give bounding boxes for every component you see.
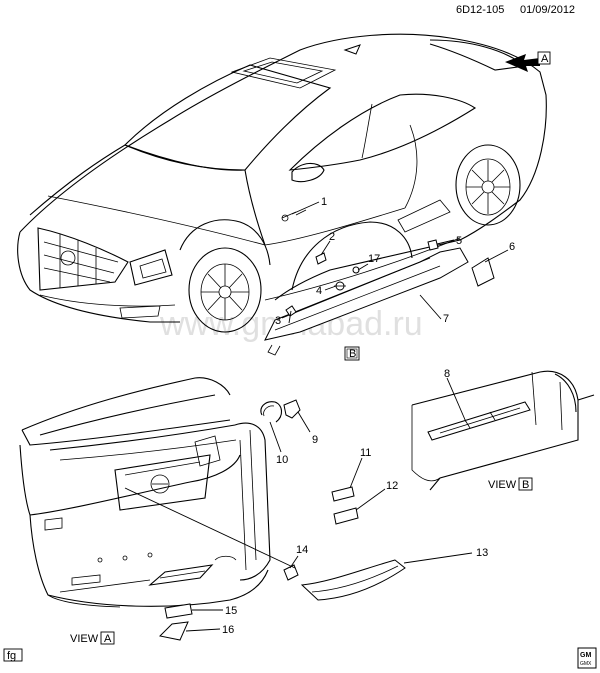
callout-5: 5 xyxy=(456,235,462,247)
logo-bottom: GMX xyxy=(580,661,592,667)
diagram-code: 6D12-105 xyxy=(456,4,504,16)
callout-10: 10 xyxy=(276,454,288,466)
callout-4: 4 xyxy=(316,285,322,297)
callout-17: 17 xyxy=(368,253,380,265)
callout-6: 6 xyxy=(509,241,515,253)
view-a-label: VIEW A xyxy=(70,631,115,645)
callout-13: 13 xyxy=(476,547,488,559)
callout-16: 16 xyxy=(222,624,234,636)
logo-top: GM xyxy=(580,652,591,659)
callout-8: 8 xyxy=(444,368,450,380)
callout-14: 14 xyxy=(296,544,308,556)
callout-labels: 1 2 3 4 5 6 7 8 9 10 11 12 13 14 15 16 1… xyxy=(222,196,515,636)
view-b-tag-letter: B xyxy=(349,348,356,360)
callout-15: 15 xyxy=(225,605,237,617)
view-a-prefix: VIEW xyxy=(70,633,99,645)
callout-1: 1 xyxy=(321,196,327,208)
view-b-label: VIEW B xyxy=(488,477,533,491)
view-b-detail xyxy=(411,370,595,491)
rear-view-illustration xyxy=(19,377,271,608)
view-b-tag: B xyxy=(344,346,360,361)
leader-lines xyxy=(124,201,509,632)
corner-tag-text: fg xyxy=(7,650,16,662)
callout-7: 7 xyxy=(443,313,449,325)
rocker-detail xyxy=(264,211,495,356)
callout-2: 2 xyxy=(329,231,335,243)
callout-9: 9 xyxy=(312,434,318,446)
view-a-letter: A xyxy=(104,633,112,645)
callout-3: 3 xyxy=(275,315,281,327)
diagram-date: 01/09/2012 xyxy=(520,4,575,16)
corner-tag: fg xyxy=(3,648,23,662)
callout-11: 11 xyxy=(360,447,371,459)
car-illustration xyxy=(17,33,547,333)
callout-12: 12 xyxy=(386,480,398,492)
view-a-flag-letter: A xyxy=(541,53,549,65)
gm-logo: GM GMX xyxy=(577,647,597,669)
rear-parts xyxy=(158,399,406,641)
view-b-prefix: VIEW xyxy=(488,479,517,491)
view-a-flag: A xyxy=(505,51,551,72)
view-b-letter: B xyxy=(522,479,529,491)
